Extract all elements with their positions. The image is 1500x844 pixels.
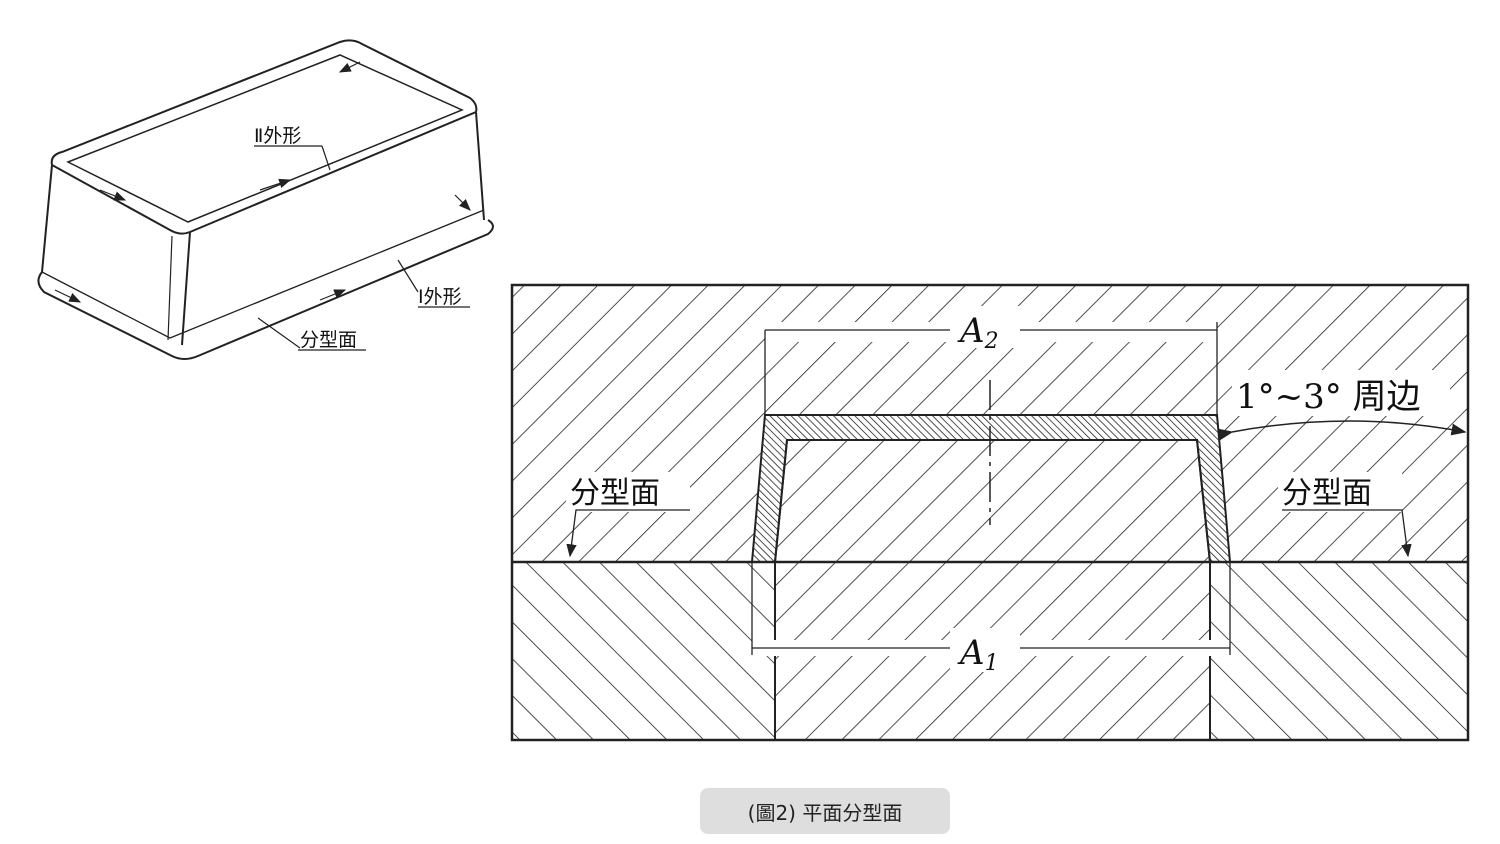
draft-angle-label: 1°~3° 周边 [1236, 377, 1421, 417]
parting-label-left: 分型面 [570, 476, 660, 511]
label-outline-1: Ⅰ外形 [418, 286, 462, 308]
parting-label-right: 分型面 [1282, 476, 1372, 511]
label-outline-2: Ⅱ外形 [254, 125, 301, 147]
upper-mold [512, 285, 1468, 562]
mold-section [510, 283, 1470, 742]
dim-a1: A1 [957, 633, 999, 676]
isometric-box [37, 39, 494, 360]
core [774, 439, 1211, 741]
lower-mold [512, 562, 1468, 740]
dim-a2: A2 [957, 311, 999, 354]
label-parting-iso: 分型面 [300, 329, 357, 351]
figure-caption: (圖2) 平面分型面 [700, 788, 950, 834]
